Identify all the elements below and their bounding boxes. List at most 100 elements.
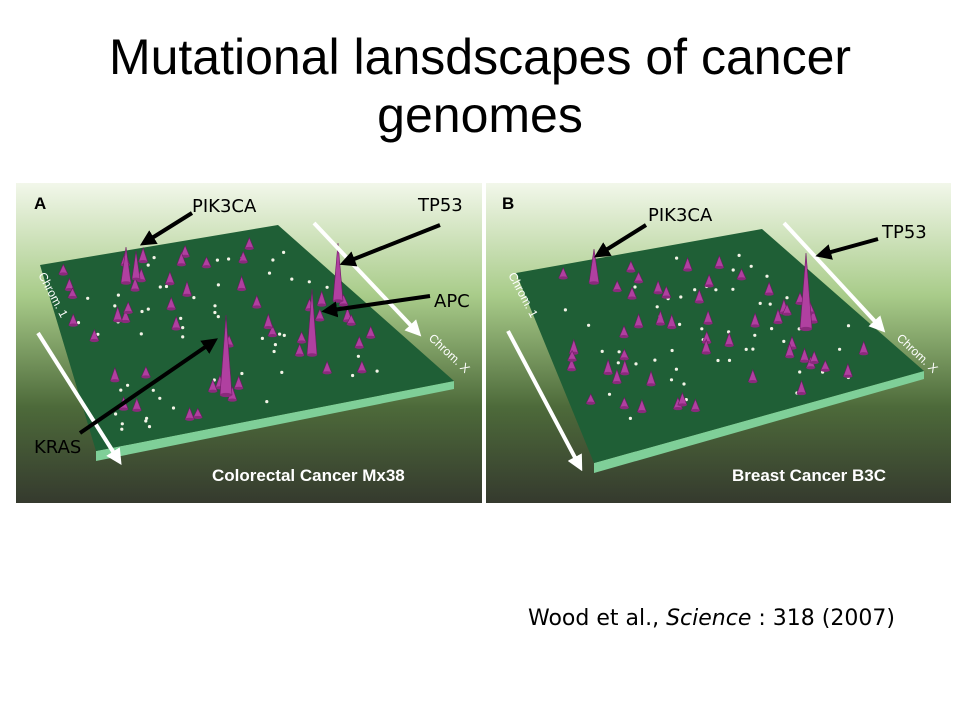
mutation-dot	[607, 392, 612, 396]
mutation-peak-base	[655, 322, 665, 326]
mutation-peak-base	[797, 392, 806, 396]
mutation-dot	[785, 296, 789, 300]
mutation-peak-base	[619, 406, 629, 410]
panel-b-letter: B	[502, 194, 514, 213]
mutation-dot	[770, 327, 774, 331]
mutation-peak-base	[634, 325, 644, 329]
mutation-peak-base	[619, 335, 629, 339]
mutation-peak-base	[193, 415, 203, 419]
mutation-dot	[213, 304, 217, 308]
mutation-dot	[147, 425, 152, 429]
mutation-peak-base	[567, 358, 577, 362]
mutation-peak-base	[859, 352, 869, 356]
mutation-dot	[616, 361, 620, 365]
mutation-dot	[634, 362, 638, 366]
mutation-peak-base	[68, 295, 77, 299]
panel-b-mutation-peaks	[558, 248, 869, 414]
peak-apc-base	[307, 353, 317, 357]
mutation-dot	[272, 349, 276, 354]
mutation-peak-base	[673, 407, 683, 411]
mutation-dot	[617, 350, 621, 354]
mutation-dot	[716, 358, 720, 363]
mutation-peak-base	[113, 319, 123, 323]
callout-tp53: TP53	[417, 195, 463, 216]
mutation-peak-base	[227, 398, 237, 402]
mutation-dot	[158, 396, 162, 400]
mutation-dot	[749, 264, 753, 268]
mutation-dot	[655, 305, 659, 309]
citation-prefix: Wood et al.,	[528, 606, 667, 631]
mutation-peak-base	[237, 287, 247, 292]
mutation-peak-base	[182, 293, 192, 297]
mutation-dot	[116, 293, 120, 297]
mutation-dot	[753, 333, 757, 337]
mutation-dot	[76, 321, 81, 325]
mutation-peak-base	[567, 368, 577, 372]
mutation-peak-base	[612, 381, 622, 385]
mutation-dot	[325, 285, 329, 289]
mutation-dot	[798, 370, 802, 374]
mutation-peak-base	[315, 318, 325, 322]
mutation-dot	[227, 257, 231, 261]
mutation-dot	[114, 412, 118, 416]
mutation-peak-base	[714, 265, 724, 269]
mutation-peak-base	[785, 355, 795, 359]
mutation-peak-base	[234, 386, 244, 390]
mutation-peak-base	[704, 284, 714, 288]
mutation-dot	[737, 253, 741, 257]
mutation-dot	[216, 315, 220, 319]
mutation-peak-base	[603, 371, 613, 376]
mutation-dot	[265, 400, 269, 404]
mutation-dot	[126, 383, 130, 387]
mutation-peak-base	[809, 360, 819, 365]
mutation-dot	[670, 348, 674, 353]
panel-a-graphic: Chrom. 1 Chrom. X A PIK3CA TP53 APC KRAS…	[16, 183, 482, 503]
panel-a-cancer-label: Colorectal Cancer Mx38	[212, 466, 405, 485]
mutation-dot	[633, 285, 637, 289]
mutation-dot	[171, 406, 176, 410]
mutation-peak-base	[782, 312, 792, 316]
mutation-peak-base	[58, 272, 68, 276]
citation-journal: Science	[666, 606, 752, 631]
callout-pik3ca: PIK3CA	[192, 196, 257, 217]
peak-pik3ca-base	[121, 281, 131, 285]
mutation-peak-base	[701, 351, 711, 355]
panel-a-mutation-peaks	[58, 236, 376, 421]
mutation-dot	[653, 358, 657, 362]
mutation-dot	[151, 388, 155, 392]
mutation-dot	[375, 369, 379, 373]
peak-kras-base	[220, 392, 232, 398]
mutation-peak-base	[748, 380, 758, 384]
mutation-peak-base	[843, 374, 853, 378]
mutation-peak-base	[165, 282, 175, 286]
mutation-peak-base	[773, 321, 783, 325]
mutation-dot	[96, 332, 100, 336]
slide-title: Mutational lansdscapes of cancer genomes	[108, 29, 852, 143]
mutation-dot	[356, 354, 360, 358]
mutation-peak-base	[690, 408, 700, 413]
landscape-panel-b: Chrom. 1 Chrom. X B PIK3CA TP53 Breast C…	[486, 183, 951, 503]
mutation-peak-base	[185, 417, 195, 421]
mutation-peak-base	[176, 263, 186, 267]
mutation-dot	[280, 370, 284, 374]
mutation-dot	[351, 373, 355, 378]
mutation-peak-base	[317, 303, 327, 307]
mutation-dot	[727, 330, 731, 334]
mutation-peak-base	[202, 265, 211, 269]
callout-pik3ca-b: PIK3CA	[648, 205, 713, 226]
mutation-dot	[113, 304, 117, 308]
tp53-arrow	[339, 223, 441, 267]
mutation-dot	[782, 339, 786, 343]
panel-b-mutation-dots	[563, 253, 851, 420]
callout-tp53-b: TP53	[881, 222, 927, 243]
pik3ca-arrow	[139, 211, 194, 246]
mutation-peak-base	[119, 407, 129, 411]
mutation-dot	[307, 280, 311, 284]
mutation-peak-base	[366, 335, 376, 339]
mutation-peak-base	[136, 279, 146, 283]
mutation-peak-base	[138, 260, 148, 264]
peak-tp53-base	[333, 299, 343, 303]
mutation-peak-base	[667, 326, 677, 330]
peak-pik3ca-b-base	[589, 281, 599, 285]
mutation-dot	[152, 256, 156, 260]
